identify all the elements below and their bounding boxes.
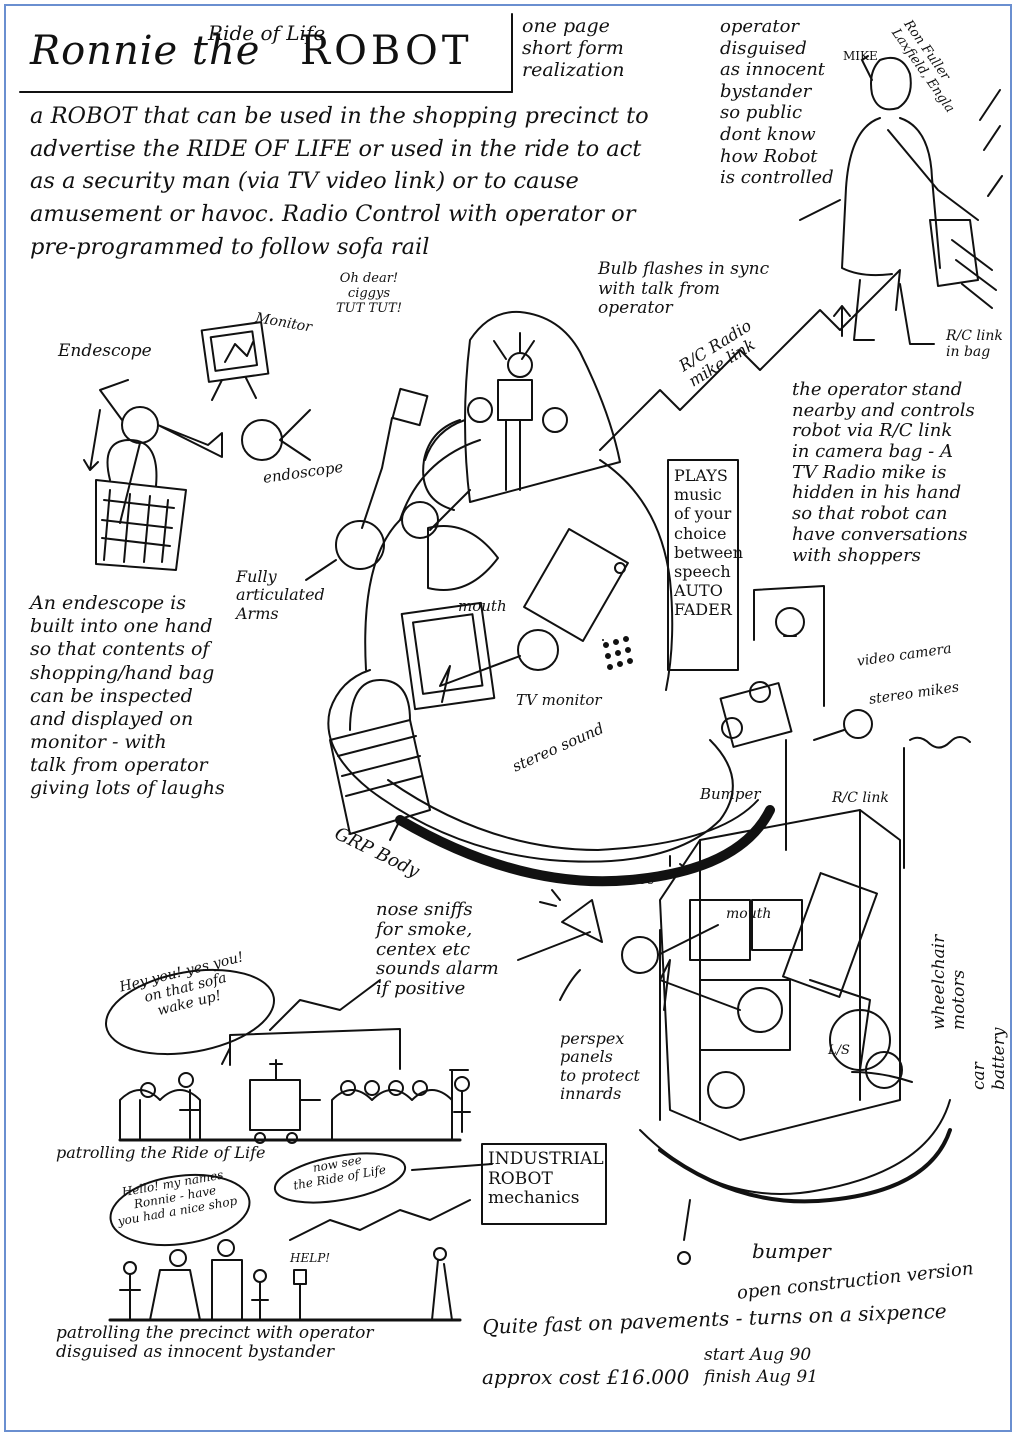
plays-text: PLAYS music of your choice between speec… <box>674 466 743 620</box>
speech-bubble-text: Oh dear! ciggys TUT TUT! <box>336 272 402 317</box>
nose-arrow <box>518 932 590 960</box>
help-bubble-text: HELP! <box>290 1252 330 1266</box>
finish-text: finish Aug 91 <box>704 1368 818 1388</box>
industrial-text: INDUSTRIAL ROBOT mechanics <box>488 1150 604 1209</box>
nose-label: nose <box>622 872 655 888</box>
patrol-precinct-caption: patrolling the precinct with operator di… <box>56 1324 374 1361</box>
endescope-label: Endescope <box>58 342 152 362</box>
bumper2-label: bumper <box>752 1240 831 1263</box>
mouth2-label: mouth <box>726 906 771 922</box>
arms-label: Fully articulated Arms <box>236 568 325 623</box>
operator-arrow <box>800 200 840 220</box>
operator-note: operator disguised as innocent bystander… <box>720 16 834 189</box>
car-battery-label: car battery <box>970 1028 1009 1090</box>
patrol-ride-caption: patrolling the Ride of Life <box>56 1144 266 1162</box>
bulb-label: Bulb flashes in sync with talk from oper… <box>598 260 769 319</box>
start-text: start Aug 90 <box>704 1346 811 1366</box>
rc-link-label: R/C link <box>832 790 889 806</box>
ls-label: L/S <box>828 1044 850 1059</box>
tv-monitor-label: TV monitor <box>516 692 602 709</box>
perspex-text: perspex panels to protect innards <box>560 1030 640 1104</box>
mike-label: MIKE <box>843 50 878 64</box>
subtitle: one page short form realization <box>522 16 625 82</box>
cost-text: approx cost £16.000 <box>482 1366 689 1389</box>
rc-link-bag-label: R/C link in bag <box>946 328 1003 360</box>
intro-paragraph: a ROBOT that can be used in the shopping… <box>30 100 670 263</box>
nose-sniffs-text: nose sniffs for smoke, centex etc sounds… <box>376 900 499 999</box>
perspex-arrow <box>560 970 580 1000</box>
patrol-scene-2 <box>106 1145 470 1320</box>
wheelchair-label: wheelchair motors <box>930 935 969 1030</box>
operator-figure <box>842 56 1002 344</box>
bumper-label: Bumper <box>700 786 761 803</box>
mouth-label: mouth <box>458 598 507 615</box>
title-robot: ROBOT <box>300 28 473 74</box>
operator-stand-text: the operator stand nearby and controls r… <box>792 380 975 566</box>
endescope-description: An endescope is built into one hand so t… <box>30 592 225 801</box>
